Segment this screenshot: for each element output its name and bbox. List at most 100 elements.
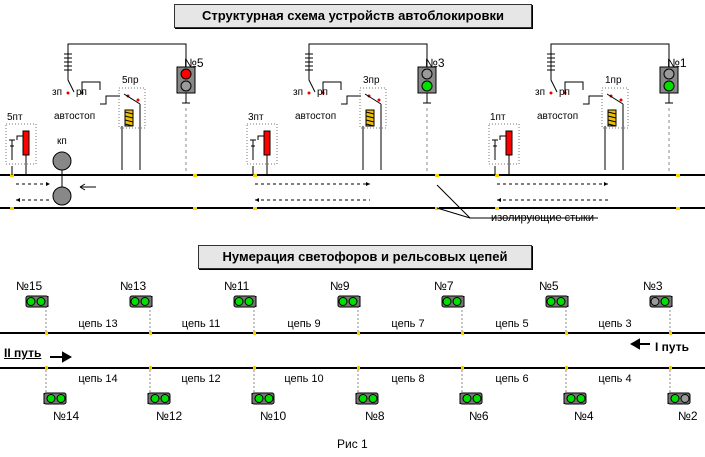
relay-contact: [606, 93, 624, 105]
signal-lamp: [680, 394, 690, 403]
contact: [549, 91, 553, 95]
lower-circuit-10: цепь 10: [284, 373, 324, 385]
relay-coil-icon: [124, 123, 134, 127]
insulating-joint: [10, 207, 14, 210]
wire: [564, 81, 584, 93]
lower-signal-2: №2: [678, 409, 698, 423]
upper-circuit-13: цепь 13: [78, 318, 118, 330]
insulating-joint: [253, 174, 257, 177]
signal-lamp: [442, 297, 452, 306]
upper-circuit-9: цепь 9: [287, 318, 321, 330]
current-arrow: [46, 182, 50, 186]
wire: [550, 70, 558, 93]
upper-circuit-11: цепь 11: [181, 318, 221, 330]
block-transmitter-5: 5пт: [7, 112, 23, 123]
upper-signal-9: №9: [330, 279, 350, 293]
relay-box: [601, 87, 629, 129]
insulating-joints-label: изолирующие стыки: [491, 212, 595, 224]
signal-lamp: [140, 297, 150, 306]
signal-lamp: [368, 394, 378, 403]
wire: [257, 135, 264, 140]
transmitter-coil: [505, 130, 513, 156]
block-relay-5: 5пр: [122, 75, 139, 86]
current-arrow: [255, 198, 259, 202]
signal-lamp: [358, 394, 368, 403]
relay-box: [118, 87, 146, 129]
insulating-joint: [253, 207, 257, 210]
upper-signal-15: №15: [16, 279, 43, 293]
signal-lamp: [462, 394, 472, 403]
relay-coil-icon: [365, 123, 375, 127]
insulating-joint: [357, 366, 360, 370]
insulating-joint: [10, 174, 14, 177]
block-rp-label: рп: [317, 87, 328, 98]
block-transmitter-3: 3пт: [248, 112, 264, 123]
lower-circuit-6: цепь 6: [495, 373, 529, 385]
insulating-joint: [565, 366, 568, 370]
relay-box: [359, 87, 387, 129]
relay-contact: [364, 93, 382, 105]
insulating-joint: [193, 207, 197, 210]
signal-lamp: [180, 68, 192, 80]
signal-lamp: [338, 297, 348, 306]
signal-lamp: [452, 297, 462, 306]
insulating-joint: [461, 366, 464, 370]
upper-signal-5: №5: [539, 279, 559, 293]
signal-lamp: [472, 394, 482, 403]
wire: [100, 95, 120, 105]
wire: [67, 70, 75, 93]
block-relay-1: 1пр: [605, 75, 622, 86]
signal-lamp: [670, 394, 680, 403]
signal-lamp: [650, 297, 660, 306]
upper-circuit-7: цепь 7: [391, 318, 425, 330]
relay-contact: [123, 93, 141, 105]
block-signal-3: №3: [425, 56, 445, 70]
wire: [341, 95, 361, 105]
signal-lamp: [180, 80, 192, 92]
wire: [81, 81, 101, 93]
wire: [583, 95, 603, 105]
lower-circuit-12: цепь 12: [181, 373, 221, 385]
upper-circuit-5: цепь 5: [495, 318, 529, 330]
transmitter-coil: [263, 130, 271, 156]
signal-lamp: [26, 297, 36, 306]
left-arrow-icon: [629, 338, 650, 350]
wire: [550, 43, 670, 68]
signal-lamp: [264, 394, 274, 403]
contact: [307, 91, 311, 95]
signal-lamp: [160, 394, 170, 403]
transmitter-box: [5, 123, 37, 165]
block-zp-label: зп: [535, 87, 545, 98]
signal-lamp: [234, 297, 244, 306]
signal-lamp: [244, 297, 254, 306]
signal-lamp: [566, 394, 576, 403]
block-autostop-label: автостоп: [537, 111, 579, 122]
insulating-joint: [669, 366, 672, 370]
block-autostop-label: автостоп: [54, 111, 96, 122]
insulating-joint: [357, 331, 360, 335]
contact: [377, 98, 381, 102]
block-zp-label: зп: [52, 87, 62, 98]
insulating-joint: [435, 174, 439, 177]
top-title: Структурная схема устройств автоблокиров…: [174, 4, 532, 28]
relay-coil-icon: [365, 111, 375, 115]
wire: [322, 81, 342, 93]
block-rp-label: рп: [559, 87, 570, 98]
upper-signal-13: №13: [120, 279, 147, 293]
block-signal-1: №1: [667, 56, 687, 70]
insulating-joint: [45, 366, 48, 370]
upper-signal-11: №11: [224, 279, 250, 293]
wheel-icon: [52, 186, 72, 206]
insulating-joint: [676, 207, 680, 210]
signal-lamp: [348, 297, 358, 306]
lower-signal-6: №6: [469, 409, 489, 423]
relay-coil-icon: [365, 115, 375, 119]
upper-circuit-3: цепь 3: [598, 318, 632, 330]
signal-lamp: [130, 297, 140, 306]
block-transmitter-1: 1пт: [490, 112, 506, 123]
wheel-icon: [52, 151, 72, 171]
left-arrow-icon: [79, 183, 96, 191]
relay-coil-icon: [124, 119, 134, 123]
transmitter-box: [488, 123, 520, 165]
